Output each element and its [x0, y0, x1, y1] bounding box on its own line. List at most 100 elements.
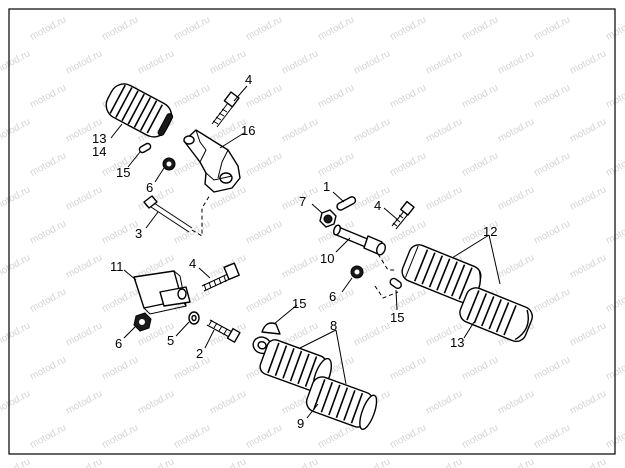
watermark-text: motod.ru [424, 456, 464, 468]
watermark-text: motod.ru [532, 422, 572, 450]
watermark-text: motod.ru [100, 422, 140, 450]
watermark-text: motod.ru [208, 456, 248, 468]
watermark-text: motod.ru [424, 116, 464, 144]
callout-5: 5 [167, 333, 174, 348]
bracket-16 [183, 129, 241, 193]
watermark-text: motod.ru [496, 184, 536, 212]
watermark-text: motod.ru [496, 116, 536, 144]
watermark-text: motod.ru [0, 116, 32, 144]
watermark-text: motod.ru [100, 14, 140, 42]
watermark-text: motod.ru [28, 422, 68, 450]
nut-6-mid [350, 265, 364, 279]
watermark-text: motod.ru [568, 116, 608, 144]
watermark-text: motod.ru [568, 456, 608, 468]
watermark-text: motod.ru [316, 82, 356, 110]
watermark-text: motod.ru [496, 48, 536, 76]
callouts: 4 13 14 16 15 6 3 1 7 4 10 6 15 12 13 4 … [92, 72, 497, 431]
callout-6-mid: 6 [329, 289, 336, 304]
callout-4-low: 4 [189, 256, 196, 271]
watermark-text: motod.ru [64, 456, 104, 468]
callout-1: 1 [323, 179, 330, 194]
watermark-text: motod.ru [244, 14, 284, 42]
callout-9: 9 [297, 416, 304, 431]
watermark-text: motod.ru [280, 116, 320, 144]
watermark-text: motod.ru [280, 456, 320, 468]
watermark-text: motod.ru [28, 82, 68, 110]
callout-13-top: 13 [92, 131, 106, 146]
watermark-text: motod.ru [532, 82, 572, 110]
callout-6-top: 6 [146, 180, 153, 195]
clip-15-low [261, 322, 281, 335]
watermark-text: motod.ru [532, 286, 572, 314]
watermark-text: motod.ru [172, 422, 212, 450]
watermark-text: motod.ru [388, 82, 428, 110]
pin-1 [336, 196, 357, 211]
watermark-text: motod.ru [136, 48, 176, 76]
watermark-text: motod.ru [352, 320, 392, 348]
callout-8: 8 [330, 318, 337, 333]
watermark-text: motod.ru [460, 82, 500, 110]
watermark-text: motod.ru [28, 150, 68, 178]
watermark-text: motod.ru [208, 388, 248, 416]
bolt-4-top [211, 91, 240, 128]
watermark-text: motod.ru [136, 456, 176, 468]
watermark-text: motod.ru [0, 48, 32, 76]
watermark-text: motod.ru [244, 422, 284, 450]
watermark-text: motod.ru [352, 184, 392, 212]
bolt-4-low [201, 262, 240, 292]
watermark-text: motod.ru [64, 388, 104, 416]
clevis-11 [133, 270, 191, 315]
watermark-text: motod.ru [496, 388, 536, 416]
callout-7: 7 [299, 194, 306, 209]
watermark-text: motod.ru [496, 252, 536, 280]
callout-4-top: 4 [245, 72, 252, 87]
watermark-text: motod.ru [136, 184, 176, 212]
watermark-text: motod.ru [568, 184, 608, 212]
pivot-shaft-10 [333, 224, 395, 271]
watermark-text: motod.ru [172, 354, 212, 382]
watermark-text: motod.ru [316, 150, 356, 178]
watermark-text: motod.ru [64, 184, 104, 212]
callout-12: 12 [483, 224, 497, 239]
watermark-text: motod.ru [244, 150, 284, 178]
watermark-text: motod.ru [244, 286, 284, 314]
watermark-text: motod.ru [316, 422, 356, 450]
watermark-text: motod.ru [172, 82, 212, 110]
watermark-text: motod.ru [280, 48, 320, 76]
watermark-text: motod.ru [460, 150, 500, 178]
watermark-text: motod.ru [172, 218, 212, 246]
nut-6-low [133, 312, 152, 332]
watermark-text: motod.ru [568, 388, 608, 416]
watermark-text: motod.ru [316, 14, 356, 42]
watermark-text: motod.ru [0, 388, 32, 416]
watermark-text: motod.ru [352, 116, 392, 144]
nut-6-top [162, 157, 176, 171]
callout-4-mid: 4 [374, 198, 381, 213]
watermark-text: motod.ru [28, 14, 68, 42]
nut-7 [319, 209, 337, 228]
callout-11: 11 [110, 259, 124, 274]
watermark-text: motod.ru [388, 354, 428, 382]
watermark-text: motod.ru [280, 252, 320, 280]
callout-3: 3 [135, 226, 142, 241]
callout-6-low: 6 [115, 336, 122, 351]
watermark-text: motod.ru [460, 422, 500, 450]
watermark-text: motod.ru [64, 252, 104, 280]
footpeg-13-right [459, 287, 533, 343]
callout-14: 14 [92, 144, 106, 159]
callout-15-top: 15 [116, 165, 130, 180]
footpeg-8 [252, 336, 333, 394]
washer-5 [188, 311, 200, 325]
watermark-text: motod.ru [0, 456, 32, 468]
watermark-text: motod.ru [388, 422, 428, 450]
watermark-text: motod.ru [460, 14, 500, 42]
pin-15-top [138, 142, 152, 154]
footpeg-9 [305, 376, 378, 430]
watermark-text: motod.ru [0, 184, 32, 212]
watermark-text: motod.ru [136, 388, 176, 416]
callout-16: 16 [241, 123, 255, 138]
watermark-text: motod.ru [388, 14, 428, 42]
watermark-text: motod.ru [64, 48, 104, 76]
watermark-text: motod.ru [352, 456, 392, 468]
footpeg-rubber-13-top [105, 83, 174, 138]
